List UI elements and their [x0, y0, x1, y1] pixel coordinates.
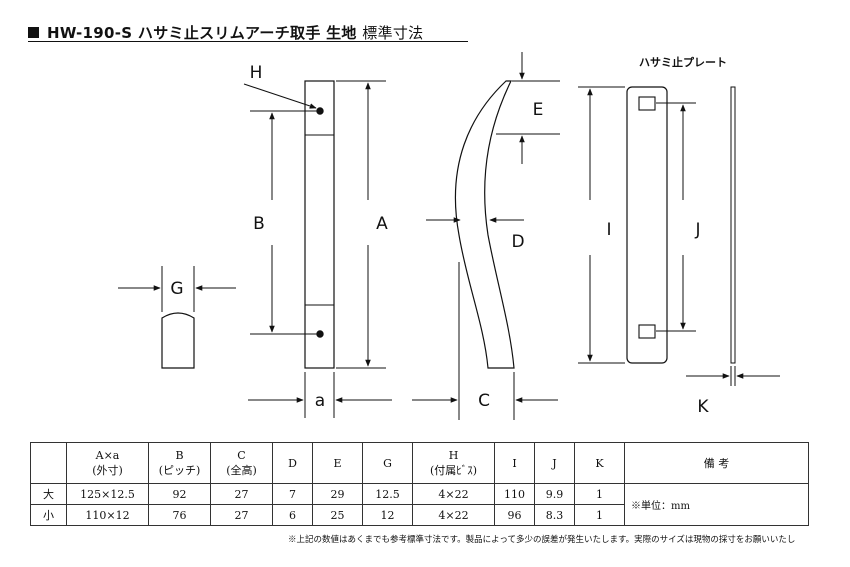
header-cell: D — [272, 442, 313, 484]
header-cell: K — [574, 442, 625, 484]
header-cell: B(ピッチ) — [148, 442, 211, 484]
remarks-header: 備 考 — [624, 442, 809, 484]
table-cell: 27 — [210, 504, 273, 526]
label-j: J — [694, 220, 700, 240]
handle-end-profile — [161, 312, 195, 369]
plate-upper-slot — [638, 96, 656, 111]
table-cell: 9.9 — [534, 483, 575, 505]
label-g: G — [170, 279, 183, 299]
label-b: B — [253, 214, 265, 234]
size-cell: 大 — [30, 483, 67, 505]
header-cell: G — [362, 442, 413, 484]
label-c: C — [478, 391, 490, 411]
end-view-g — [118, 266, 236, 369]
table-cell: 29 — [312, 483, 363, 505]
plate-body — [626, 86, 668, 364]
handle-front-body — [304, 80, 335, 369]
technical-drawing: H B A a G E D C I J K ハサミ止プレート — [118, 52, 780, 420]
arch-handle-profile — [454, 80, 515, 369]
table-cell: 92 — [148, 483, 211, 505]
plate-side-view — [730, 86, 736, 364]
header-cell: E — [312, 442, 363, 484]
spec-table: A×a(外寸) B(ピッチ) C(全高) D E G H(付属ﾋﾞｽ) I J … — [30, 442, 809, 526]
label-d: D — [511, 232, 524, 252]
side-view-arch — [412, 52, 560, 420]
label-h: H — [250, 63, 263, 83]
table-cell: 7 — [272, 483, 313, 505]
label-a-small: a — [315, 391, 325, 411]
table-cell: 1 — [574, 483, 625, 505]
plate-title: ハサミ止プレート — [639, 55, 727, 69]
page-title: HW-190-S ハサミ止スリムアーチ取手 生地 標準寸法 — [28, 22, 423, 43]
dim-h-leader — [243, 83, 317, 109]
header-cell: H(付属ﾋﾞｽ) — [412, 442, 495, 484]
label-a: A — [376, 214, 388, 234]
front-view — [243, 80, 392, 418]
footnote: ※上記の数値はあくまでも参考標準寸法です。製品によって多少の誤差が発生いたします… — [288, 535, 796, 545]
remarks-cell: ※単位：mm — [624, 483, 809, 526]
header-cell: J — [534, 442, 575, 484]
table-cell: 96 — [494, 504, 535, 526]
header-cell: C(全高) — [210, 442, 273, 484]
title-square-icon — [28, 27, 39, 38]
table-cell: 6 — [272, 504, 313, 526]
table-cell: 76 — [148, 504, 211, 526]
size-cell: 小 — [30, 504, 67, 526]
table-cell: 4×22 — [412, 504, 495, 526]
plate-lower-slot — [638, 324, 656, 339]
plate-view — [578, 86, 780, 386]
table-cell: 110 — [494, 483, 535, 505]
table-cell: 12.5 — [362, 483, 413, 505]
title-sub: 標準寸法 — [362, 24, 424, 42]
title-underline — [28, 41, 468, 42]
table-cell: 12 — [362, 504, 413, 526]
spec-header-row: A×a(外寸) B(ピッチ) C(全高) D E G H(付属ﾋﾞｽ) I J … — [30, 442, 809, 484]
header-cell: I — [494, 442, 535, 484]
table-cell: 8.3 — [534, 504, 575, 526]
table-cell: 125×12.5 — [66, 483, 149, 505]
label-e: E — [533, 100, 544, 120]
table-cell: 27 — [210, 483, 273, 505]
title-main: HW-190-S ハサミ止スリムアーチ取手 生地 — [47, 24, 357, 42]
table-cell: 110×12 — [66, 504, 149, 526]
label-k: K — [697, 397, 709, 417]
table-cell: 4×22 — [412, 483, 495, 505]
table-cell: 1 — [574, 504, 625, 526]
table-row: 大 125×12.5 92 27 7 29 12.5 4×22 110 9.9 … — [30, 483, 809, 526]
table-row: 小 110×12 76 27 6 25 12 4×22 96 8.3 1 — [30, 504, 809, 526]
header-cell — [30, 442, 67, 484]
table-cell: 25 — [312, 504, 363, 526]
label-i: I — [606, 220, 611, 240]
header-cell: A×a(外寸) — [66, 442, 149, 484]
